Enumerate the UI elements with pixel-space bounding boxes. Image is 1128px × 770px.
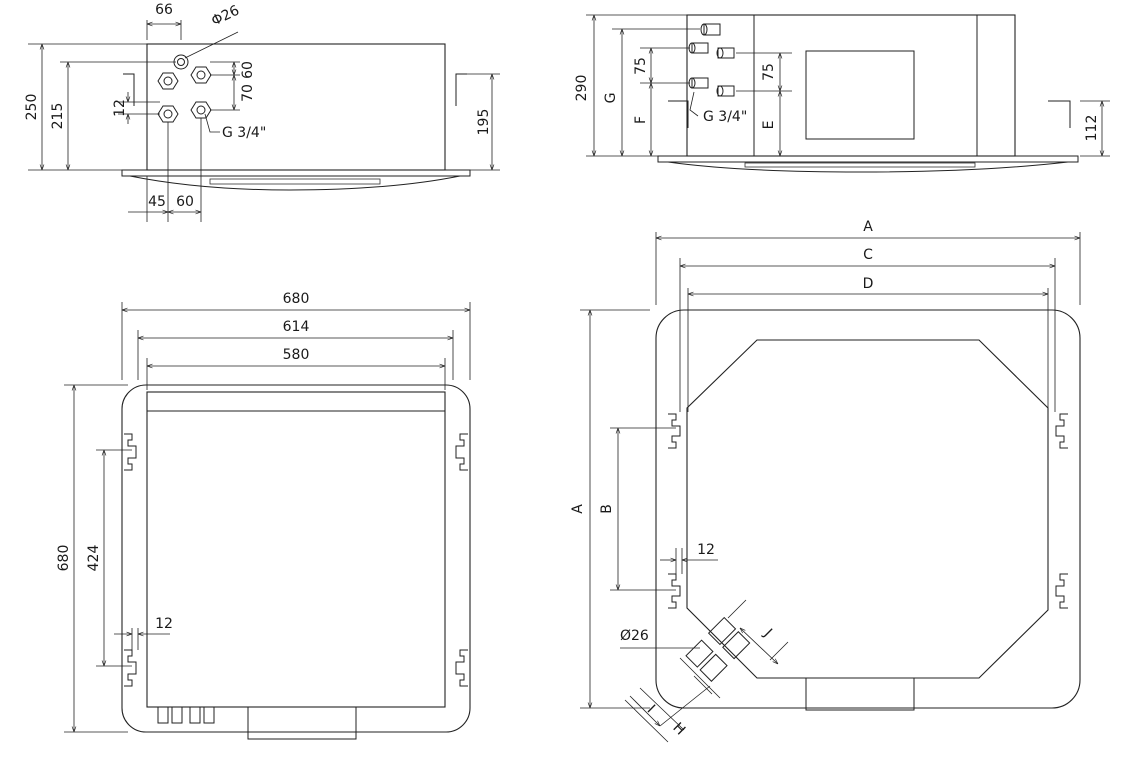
side-dim-45: 45	[148, 194, 166, 210]
side-dim-60: 60	[240, 61, 256, 79]
plan-numeric-dimensions	[64, 302, 471, 733]
plan-letter-body	[686, 339, 1049, 679]
front-dim-g34: G 3/4"	[703, 109, 747, 125]
plan-dim-phi26: Ø26	[620, 628, 649, 644]
side-view: 66 Φ26 250 215 195 60 70 12 G 3/4" 45 60	[24, 2, 500, 222]
side-dim-phi26: Φ26	[209, 2, 242, 29]
plan-dim-C: C	[863, 247, 873, 263]
front-view-fittings	[688, 23, 735, 97]
front-dim-75b: 75	[761, 63, 777, 81]
front-view-box	[805, 50, 915, 140]
front-dim-E: E	[761, 121, 777, 130]
side-view-grille	[129, 175, 461, 191]
plan-view-numeric: 680 614 580 680 424 12	[56, 291, 471, 740]
plan-dim-A-side: A	[570, 504, 586, 514]
side-dim-195: 195	[476, 109, 492, 136]
side-dim-66: 66	[155, 2, 173, 18]
side-dim-70: 70	[240, 84, 256, 102]
plan-dim-680w: 680	[283, 291, 310, 307]
side-view-panel	[121, 169, 471, 177]
front-dim-75a: 75	[633, 57, 649, 75]
side-dim-215: 215	[50, 103, 66, 130]
front-dim-G: G	[603, 93, 619, 104]
side-dim-g34: G 3/4"	[222, 125, 266, 141]
plan-dim-680h: 680	[56, 545, 72, 572]
plan-dim-B: B	[599, 504, 615, 514]
plan-dim-424: 424	[86, 545, 102, 572]
front-view: 290 G 75 F 75 E G 3/4" 112	[574, 14, 1110, 173]
plan-numeric-body	[146, 391, 446, 708]
front-view-bracket	[1048, 100, 1071, 128]
plan-numeric-hangers	[124, 433, 468, 687]
plan-dim-I: I	[644, 702, 658, 716]
side-dim-12: 12	[112, 99, 128, 117]
plan-view-lettered: A C D A B 12 Ø26 J I H	[570, 219, 1081, 743]
front-view-body	[686, 14, 1016, 157]
plan-dim-614: 614	[283, 319, 310, 335]
plan-letter-drain	[805, 677, 915, 711]
front-dim-112: 112	[1084, 115, 1100, 142]
plan-dim-580: 580	[283, 347, 310, 363]
plan-dim-D: D	[863, 276, 874, 292]
side-dim-250: 250	[24, 94, 40, 121]
front-view-panel	[657, 155, 1079, 163]
front-view-dimensions	[586, 14, 1110, 157]
front-dim-F: F	[633, 116, 649, 124]
plan-numeric-pipes	[157, 706, 215, 724]
side-view-body	[146, 43, 446, 171]
plan-dim-A-top: A	[863, 219, 873, 235]
plan-dim-12b: 12	[697, 542, 715, 558]
plan-letter-hangers	[668, 413, 1068, 609]
plan-numeric-drain	[247, 706, 357, 740]
front-dim-290: 290	[574, 75, 590, 102]
side-dim-60b: 60	[176, 194, 194, 210]
plan-letter-dimensions	[580, 232, 1081, 743]
side-view-dimensions	[28, 20, 500, 222]
plan-dim-H: H	[669, 720, 688, 739]
plan-dim-12: 12	[155, 616, 173, 632]
